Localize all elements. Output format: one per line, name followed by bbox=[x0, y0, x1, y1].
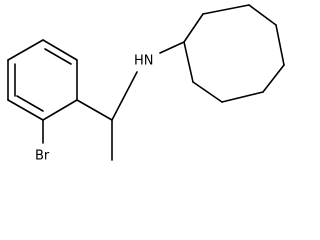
cyclooctane-bond-2 bbox=[202, 4, 250, 15]
cyclooctane-bond-7 bbox=[192, 81, 223, 103]
nitrogen-to-cyclooctyl-bond bbox=[159, 41, 185, 54]
ring-bond-4 bbox=[7, 99, 44, 121]
molecule-diagram: HN Br bbox=[7, 4, 285, 164]
ring-bond-6 bbox=[7, 39, 44, 61]
structure-drawing: HN Br bbox=[7, 4, 285, 164]
cyclooctane-bond-6 bbox=[221, 91, 264, 103]
cyclooctane-bond-5 bbox=[262, 64, 285, 93]
benzylic-bond bbox=[76, 99, 113, 121]
ring-bond-3 bbox=[42, 99, 78, 121]
ring-bond-1 bbox=[42, 39, 78, 61]
cyclooctane-bond-4 bbox=[275, 24, 285, 66]
bromine-label: Br bbox=[35, 149, 50, 164]
chiral-carbon-to-nitrogen-bond bbox=[111, 71, 138, 121]
cyclooctane-bond-1 bbox=[183, 13, 204, 43]
cyclooctane-ring bbox=[183, 4, 285, 103]
benzene-ring bbox=[7, 39, 78, 121]
aromatic-inner-bond-1 bbox=[44, 48, 72, 65]
aromatic-inner-bond-2 bbox=[16, 95, 44, 112]
cyclooctane-bond-3 bbox=[248, 4, 277, 26]
amine-label: HN bbox=[134, 54, 154, 69]
cyclooctane-bond-8 bbox=[183, 41, 194, 83]
